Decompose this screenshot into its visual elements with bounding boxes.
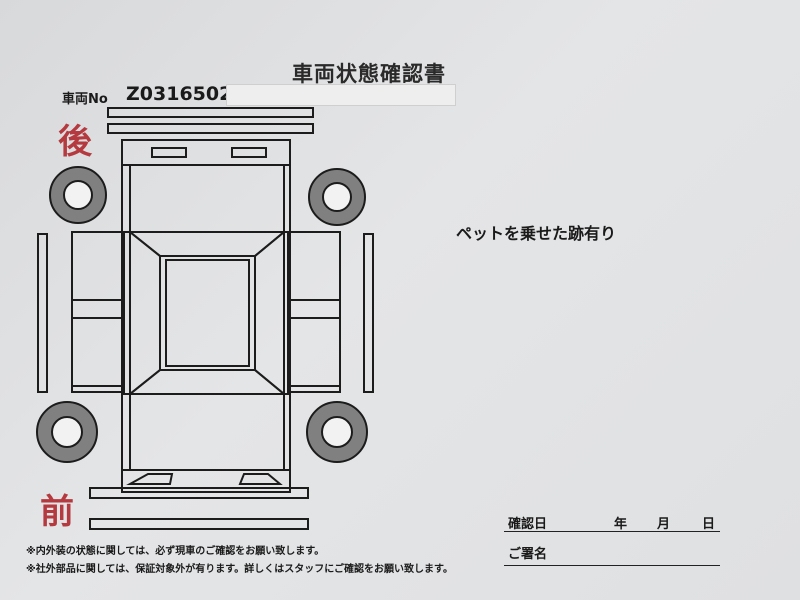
right-side-bar bbox=[363, 233, 374, 393]
front-bumper-inner bbox=[89, 518, 309, 530]
disclaimer-1: ※内外装の状態に関しては、必ず現車のご確認をお願い致します。 bbox=[26, 546, 325, 557]
rear-light-left bbox=[151, 147, 187, 158]
vehicle-no-label: 車両No bbox=[62, 92, 108, 107]
document-title: 車両状態確認書 bbox=[292, 62, 446, 86]
confirm-date-label: 確認日 bbox=[508, 517, 548, 532]
date-underline bbox=[504, 531, 720, 532]
rear-light-right bbox=[231, 147, 267, 158]
body-outline bbox=[121, 139, 291, 493]
signature-underline bbox=[504, 565, 720, 566]
rear-label: 後 bbox=[58, 122, 92, 162]
headlight-right bbox=[238, 473, 283, 485]
right-side-panel bbox=[287, 231, 341, 393]
rear-bumper-outer bbox=[107, 107, 314, 118]
day-label: 日 bbox=[702, 517, 716, 532]
year-label: 年 bbox=[614, 517, 628, 532]
roof bbox=[165, 259, 250, 367]
redacted-label bbox=[226, 84, 456, 106]
month-label: 月 bbox=[657, 517, 671, 532]
left-side-bar bbox=[37, 233, 48, 393]
signature-label: ご署名 bbox=[508, 547, 548, 562]
front-label: 前 bbox=[40, 492, 74, 532]
rear-bumper-inner bbox=[107, 123, 314, 134]
disclaimer-2: ※社外部品に関しては、保証対象外が有ります。詳しくはスタッフにご確認をお願い致し… bbox=[26, 564, 454, 575]
vehicle-no-value: Z0316502 bbox=[126, 83, 233, 105]
left-side-panel bbox=[71, 231, 125, 393]
condition-note: ペットを乗せた跡有り bbox=[456, 224, 617, 243]
front-bumper-outer bbox=[89, 487, 309, 499]
headlight-left bbox=[126, 473, 174, 485]
